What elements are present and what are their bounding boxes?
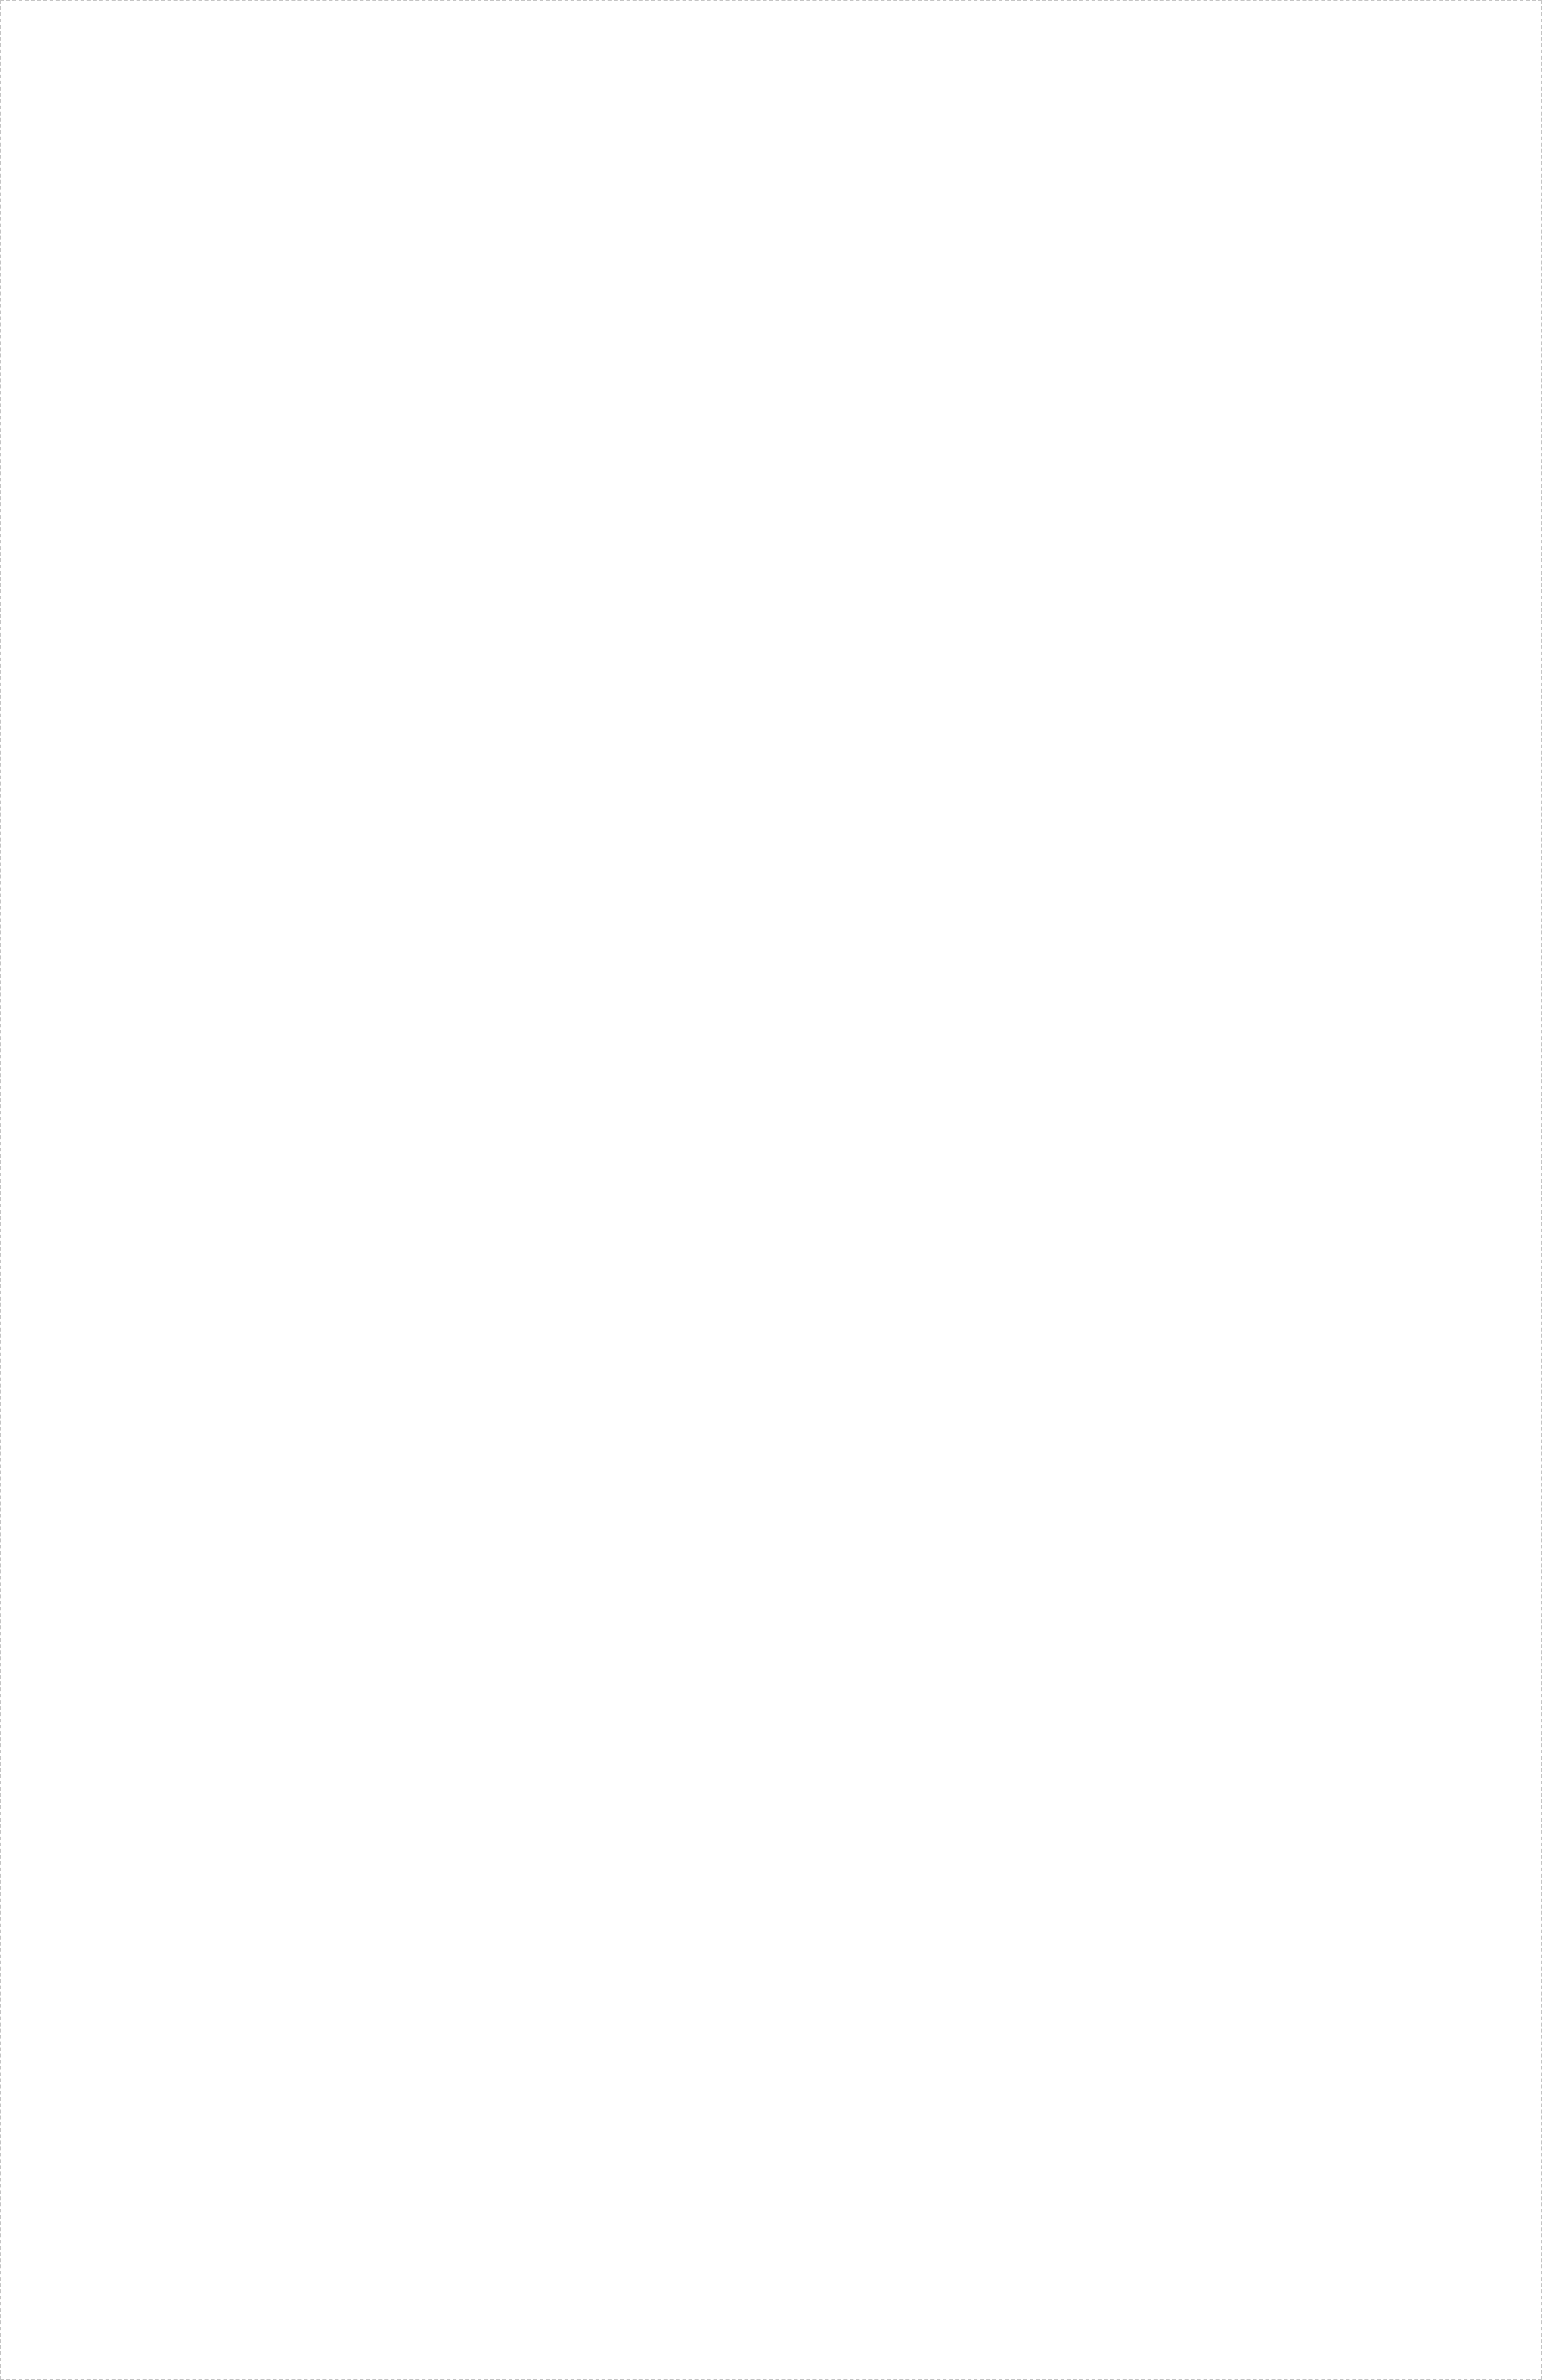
page-canvas [0, 0, 1542, 2380]
